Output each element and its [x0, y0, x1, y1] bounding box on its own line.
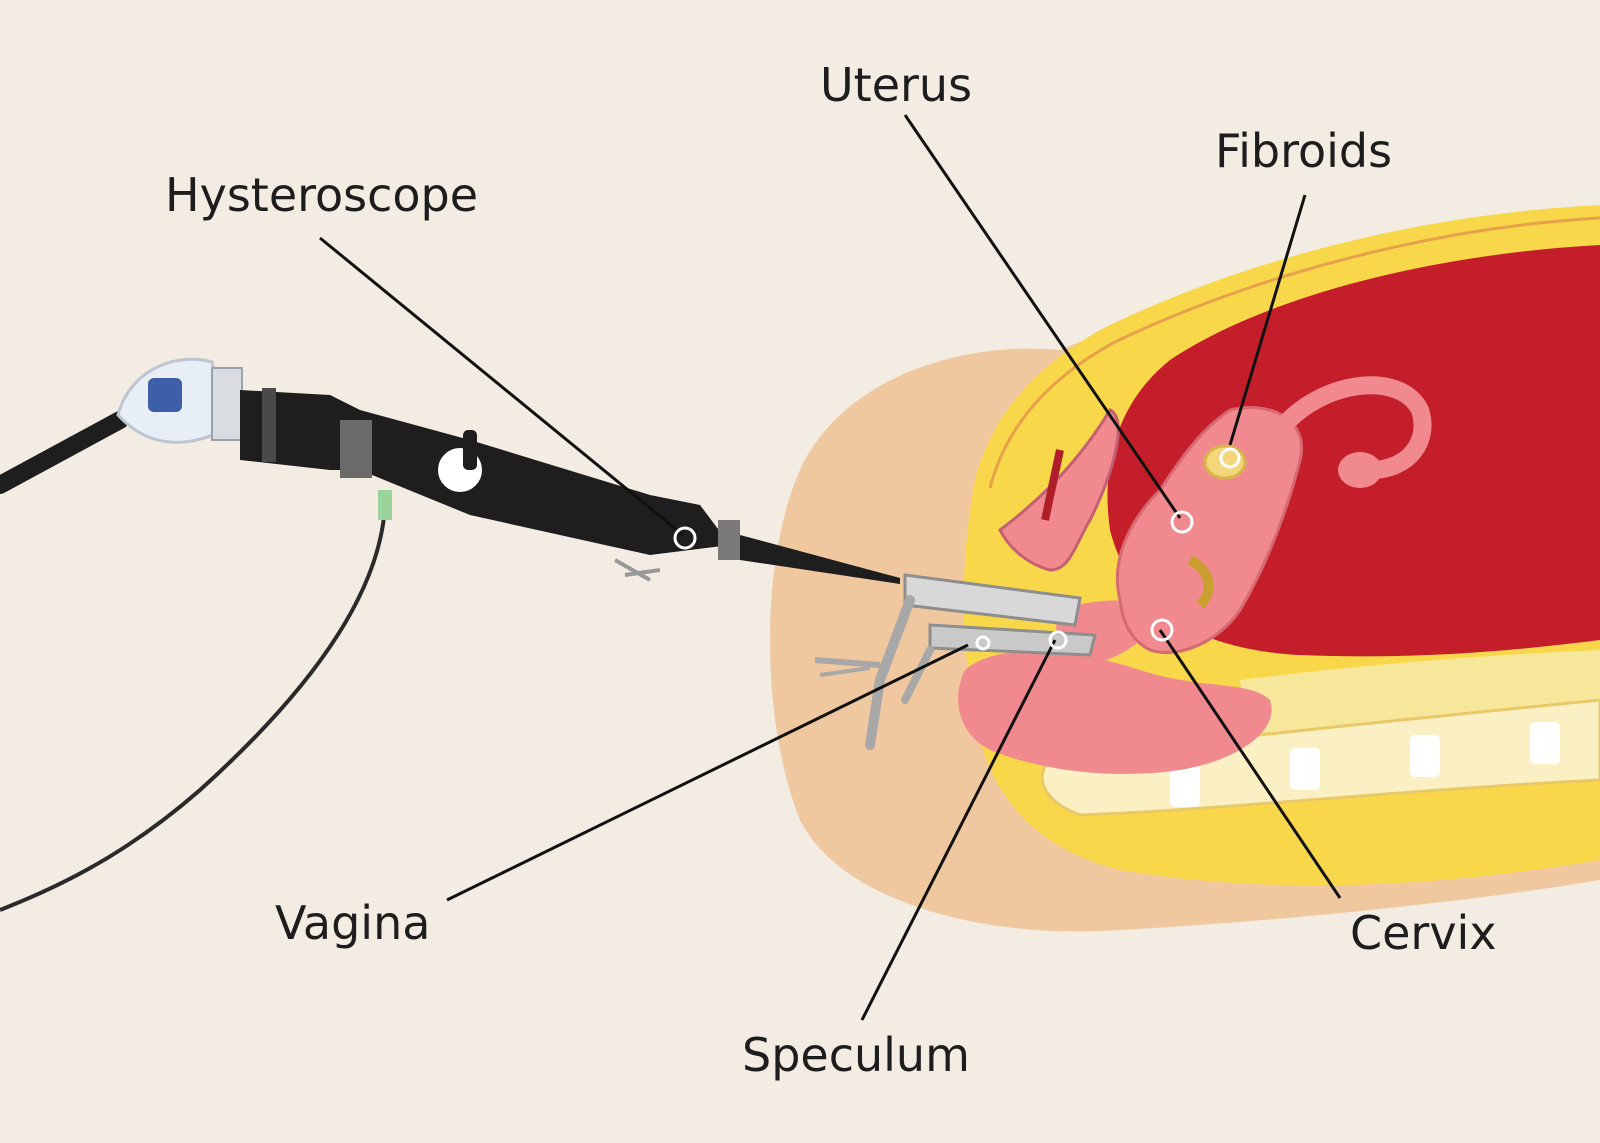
vagina-leader — [446, 643, 969, 902]
label-speculum: Speculum — [742, 1028, 970, 1082]
label-cervix: Cervix — [1350, 906, 1497, 960]
light-cable — [0, 504, 387, 912]
uterus-leader — [903, 114, 1182, 519]
cervix-opening — [1187, 555, 1214, 609]
ovary — [1338, 452, 1382, 488]
light-connector — [378, 490, 392, 520]
fibroid — [1203, 444, 1247, 480]
anchor-points — [673, 447, 1241, 651]
fibroids-leader — [1228, 194, 1307, 446]
speculum-icon — [814, 573, 1097, 750]
speculum-leader — [860, 639, 1057, 1021]
tissue-fold — [998, 408, 1120, 572]
fallopian-tube — [1271, 376, 1432, 479]
label-uterus: Uterus — [820, 58, 973, 112]
label-hysteroscope: Hysteroscope — [165, 168, 479, 222]
leader-lines — [319, 114, 1342, 1021]
cervix-leader — [1158, 629, 1342, 899]
hysteroscope-camera-icon — [116, 357, 243, 444]
camera-cable — [0, 411, 129, 494]
bladder — [958, 651, 1272, 774]
hysteroscope-leader — [319, 236, 684, 537]
label-vagina: Vagina — [275, 896, 431, 950]
vertebra-marks — [1170, 722, 1560, 807]
tissue-fold-vessel — [1041, 449, 1064, 521]
hysteroscope-body — [240, 388, 900, 584]
label-fibroids: Fibroids — [1215, 124, 1393, 178]
fat-boundary — [988, 216, 1600, 489]
